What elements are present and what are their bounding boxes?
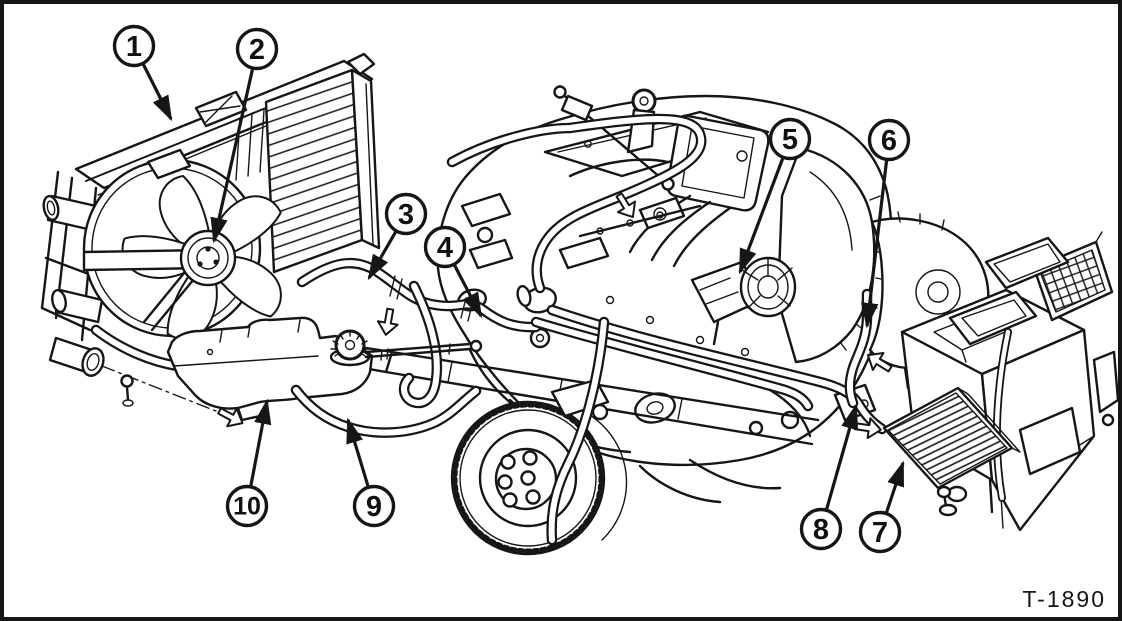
callout-circle bbox=[225, 484, 269, 528]
callout-9: 9 bbox=[346, 417, 396, 528]
heater-grille bbox=[1032, 231, 1114, 322]
callout-number: 1 bbox=[126, 31, 142, 63]
callout-number: 3 bbox=[398, 199, 414, 231]
heater-assembly bbox=[882, 231, 1120, 532]
radiator bbox=[40, 52, 381, 407]
flywheel bbox=[450, 378, 628, 556]
callout-number: 10 bbox=[233, 493, 261, 521]
heater-core bbox=[882, 386, 1021, 503]
callout-4: 4 bbox=[423, 225, 483, 319]
callout-arrow bbox=[367, 230, 398, 281]
callout-circle bbox=[112, 24, 156, 68]
intake-plenum bbox=[666, 114, 770, 212]
callout-8: 8 bbox=[799, 403, 859, 551]
upper-radiator-hose bbox=[296, 257, 542, 333]
callout-circle bbox=[768, 117, 812, 161]
top-loop-hose bbox=[446, 113, 707, 294]
callout-7: 7 bbox=[858, 460, 905, 554]
callout-1: 1 bbox=[112, 24, 173, 122]
fan-motor-hub bbox=[179, 229, 237, 287]
illustration bbox=[40, 52, 1120, 556]
callout-3: 3 bbox=[367, 192, 428, 281]
hose-clamp bbox=[389, 275, 474, 322]
callout-number: 2 bbox=[249, 34, 265, 66]
callout-arrow bbox=[141, 62, 173, 122]
heater-return-hose bbox=[530, 316, 814, 412]
callout-circle bbox=[235, 27, 279, 71]
heater-handle bbox=[948, 290, 1038, 502]
figure-code: T-1890 bbox=[1022, 586, 1106, 612]
callout-number: 4 bbox=[437, 232, 453, 264]
callout-arrow bbox=[452, 263, 483, 319]
callout-arrow bbox=[884, 460, 905, 515]
heater-top-tray bbox=[984, 236, 1070, 290]
cooling-fan bbox=[82, 148, 292, 352]
callout-number: 5 bbox=[782, 124, 798, 156]
heater-hose bbox=[546, 304, 888, 435]
callout-circle bbox=[799, 507, 843, 551]
callout-number: 6 bbox=[881, 125, 897, 157]
callout-arrow bbox=[249, 398, 272, 488]
drop-hose bbox=[546, 316, 610, 546]
callout-layer: 1 2 34 5 6 7 8 9 10 bbox=[112, 24, 911, 554]
hoses bbox=[296, 113, 888, 546]
callout-number: 7 bbox=[872, 517, 888, 549]
callout-10: 10 bbox=[225, 398, 272, 528]
flywheel-bolts bbox=[497, 450, 541, 508]
callout-circle bbox=[384, 192, 428, 236]
callout-circle bbox=[867, 118, 911, 162]
tank-pipe bbox=[364, 342, 472, 359]
callout-arrow bbox=[824, 403, 859, 511]
callout-arrow bbox=[210, 67, 255, 244]
callout-number: 9 bbox=[366, 491, 382, 523]
alignment-dashline bbox=[101, 365, 222, 414]
expansion-tank-hose bbox=[290, 384, 482, 438]
callout-arrow bbox=[861, 159, 889, 329]
bypass-hose bbox=[398, 280, 443, 409]
callout-5: 5 bbox=[738, 117, 812, 275]
callout-6: 6 bbox=[861, 118, 911, 329]
callout-circle bbox=[352, 484, 396, 528]
expansion-tank bbox=[166, 316, 483, 422]
fan-shroud-bracket bbox=[146, 148, 192, 180]
callout-arrow bbox=[738, 156, 785, 275]
callout-2: 2 bbox=[210, 27, 279, 244]
callout-arrow bbox=[346, 417, 370, 488]
callout-number: 8 bbox=[813, 514, 829, 546]
callout-circle bbox=[858, 510, 902, 554]
callout-circle bbox=[423, 225, 467, 269]
